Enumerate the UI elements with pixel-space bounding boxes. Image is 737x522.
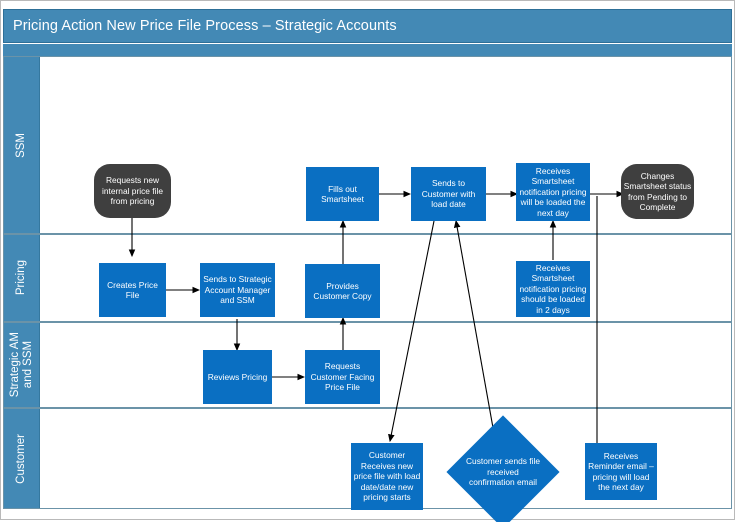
node-requests-customer-facing-price-file[interactable]: Requests Customer Facing Price File	[305, 350, 380, 404]
diagram-title: Pricing Action New Price File Process – …	[13, 18, 397, 34]
lane-label-customer: Customer	[15, 433, 27, 484]
lane-header-customer: Customer	[4, 409, 40, 508]
node-label: Sends to Customer with load date	[421, 178, 476, 210]
node-label: Changes Smartsheet status from Pending t…	[623, 170, 692, 212]
lane-label-ssm: SSM	[15, 132, 27, 158]
node-changes-smartsheet-status-pending-to-complete[interactable]: Changes Smartsheet status from Pending t…	[621, 164, 694, 219]
title-sub-strip	[3, 44, 732, 56]
node-customer-sends-file-received-confirmation-email[interactable]: Customer sends file received confirmatio…	[446, 415, 560, 522]
node-label: Requests new internal price file from pr…	[102, 175, 163, 207]
node-sends-to-customer-with-load-date[interactable]: Sends to Customer with load date	[411, 167, 486, 221]
node-receives-smartsheet-notification-next-day[interactable]: Receives Smartsheet notification pricing…	[516, 163, 590, 221]
lane-body-strategic-am-and-ssm	[40, 323, 731, 407]
node-reviews-pricing[interactable]: Reviews Pricing	[203, 350, 272, 404]
node-label: Reviews Pricing	[207, 371, 268, 382]
node-sends-to-strategic-account-manager-and-ssm[interactable]: Sends to Strategic Account Manager and S…	[200, 263, 275, 317]
node-label: Receives Smartsheet notification pricing…	[519, 262, 587, 315]
node-label: Receives Smartsheet notification pricing…	[519, 165, 587, 218]
node-label: Customer sends file received confirmatio…	[465, 456, 540, 488]
node-customer-receives-new-price-file[interactable]: Customer Receives new price file with lo…	[351, 443, 423, 510]
node-receives-reminder-email[interactable]: Receives Reminder email – pricing will l…	[585, 443, 657, 500]
node-label: Customer Receives new price file with lo…	[353, 450, 421, 503]
node-label: Fills out Smartsheet	[321, 183, 364, 204]
node-label: Requests Customer Facing Price File	[310, 361, 375, 393]
diagram-title-bar: Pricing Action New Price File Process – …	[3, 9, 732, 43]
node-requests-new-internal-price-file[interactable]: Requests new internal price file from pr…	[94, 164, 171, 218]
node-label: Receives Reminder email – pricing will l…	[588, 450, 654, 492]
lane-header-pricing: Pricing	[4, 235, 40, 321]
node-fills-out-smartsheet[interactable]: Fills out Smartsheet	[306, 167, 379, 221]
node-receives-smartsheet-notification-2-days[interactable]: Receives Smartsheet notification pricing…	[516, 261, 590, 317]
node-creates-price-file[interactable]: Creates Price File	[99, 263, 166, 317]
node-label: Provides Customer Copy	[313, 280, 372, 301]
node-provides-customer-copy[interactable]: Provides Customer Copy	[305, 264, 380, 318]
lane-header-ssm: SSM	[4, 57, 40, 233]
lane-label-pricing: Pricing	[15, 260, 27, 296]
lane-header-strategic-am-and-ssm: Strategic AM and SSM	[4, 323, 40, 407]
node-label: Creates Price File	[107, 279, 158, 300]
node-label: Sends to Strategic Account Manager and S…	[203, 274, 272, 306]
lane-label-strategic-am-and-ssm: Strategic AM and SSM	[8, 332, 34, 398]
lane-strategic-am-and-ssm: Strategic AM and SSM	[4, 323, 731, 409]
